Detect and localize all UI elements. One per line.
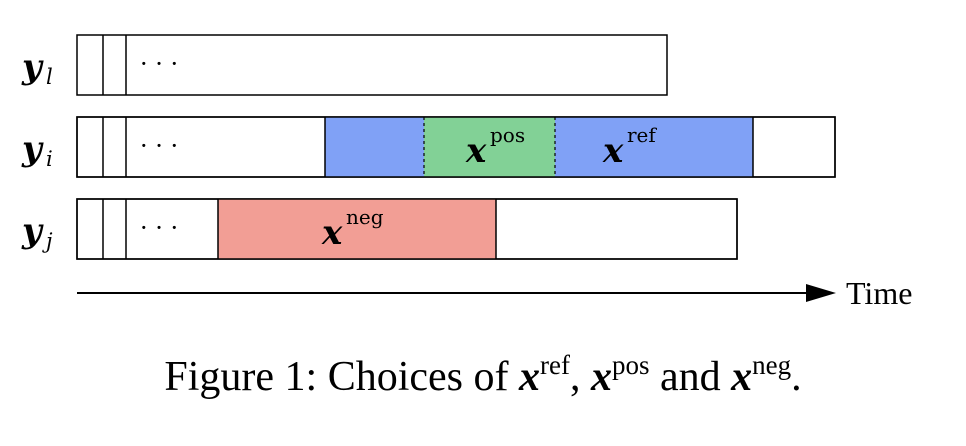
- neg-segment-label: x neg: [321, 205, 384, 253]
- bar-outline-top: [76, 198, 738, 260]
- row-label-subscript: i: [46, 147, 53, 171]
- figure-caption: Figure 1: Choices of xref, xpos and xneg…: [0, 350, 966, 401]
- ellipsis: · · ·: [140, 50, 178, 78]
- caption-x-symbol: x: [519, 354, 540, 400]
- row-label-subscript: j: [42, 229, 53, 253]
- ref-segment-label: x ref: [602, 123, 657, 171]
- pos-segment: [424, 117, 555, 177]
- pos-segment-label: x pos: [465, 123, 525, 171]
- row-label-subscript: l: [46, 65, 53, 89]
- neg-superscript: neg: [346, 205, 384, 229]
- bar-outline-top: [76, 116, 836, 178]
- caption-neg-superscript: neg: [752, 350, 792, 380]
- ellipsis: · · ·: [140, 214, 178, 242]
- caption-x-symbol: x: [731, 354, 753, 400]
- ref-superscript: ref: [627, 123, 657, 147]
- caption-pos-superscript: pos: [611, 350, 650, 380]
- time-axis-arrowhead: [806, 284, 836, 302]
- ref-segment: [555, 117, 753, 177]
- caption-ref-superscript: ref: [540, 350, 570, 380]
- time-axis-label: Time: [846, 275, 912, 311]
- sequence-bar-j: · · · x neg: [76, 198, 738, 260]
- timeline-diagram: y l y i y j · · · · · · x pos x: [21, 34, 912, 311]
- neg-segment: [218, 199, 496, 259]
- time-axis: Time: [77, 275, 912, 311]
- x-symbol: x: [465, 131, 487, 171]
- row-label-symbol: y: [21, 47, 44, 87]
- sequence-bar-i: · · · x pos x ref: [76, 116, 836, 178]
- caption-separator: ,: [569, 354, 591, 400]
- ellipsis: · · ·: [140, 132, 178, 160]
- context-segment-left: [325, 117, 424, 177]
- caption-prefix: Figure 1: Choices of: [164, 354, 519, 400]
- row-label-symbol: y: [21, 129, 44, 169]
- x-symbol: x: [321, 213, 343, 253]
- pos-superscript: pos: [490, 123, 525, 147]
- row-label-y-j: y j: [21, 211, 53, 253]
- caption-suffix: .: [791, 354, 802, 400]
- caption-separator: and: [649, 354, 732, 400]
- bar-outline: [76, 34, 668, 96]
- sequence-bar-l: · · ·: [76, 34, 668, 96]
- row-label-symbol: y: [21, 211, 44, 251]
- row-label-y-l: y l: [21, 47, 53, 89]
- row-label-y-i: y i: [21, 129, 53, 171]
- caption-x-symbol: x: [590, 354, 612, 400]
- x-symbol: x: [602, 131, 624, 171]
